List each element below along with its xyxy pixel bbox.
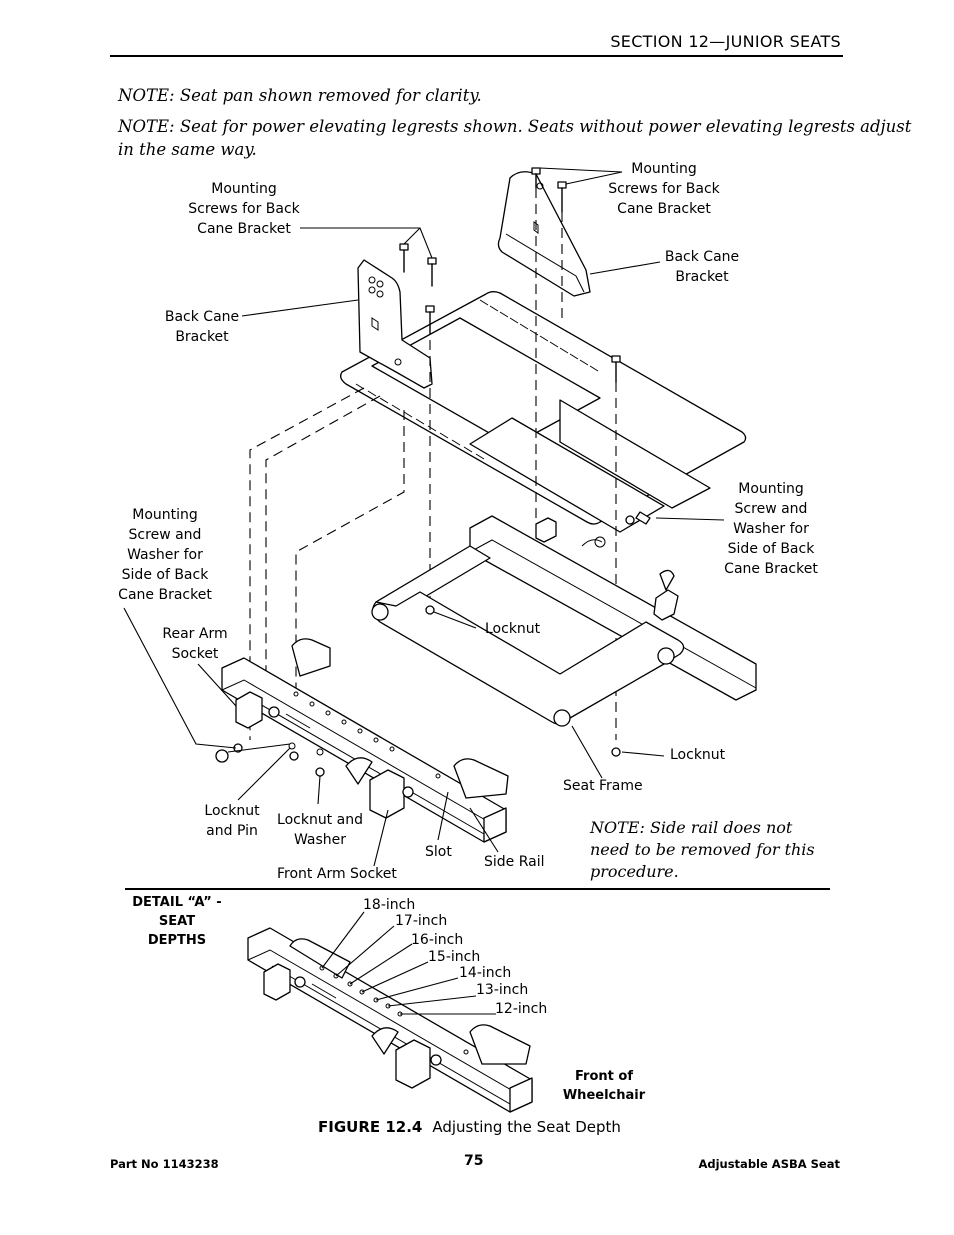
mounting-screws [399, 167, 651, 525]
detail-title-line: DETAIL “A” - [132, 895, 222, 910]
label-back-cane-bracket-right: Back Cane Bracket [660, 247, 744, 287]
label-line: Screw and [128, 527, 202, 543]
side-rail [215, 638, 509, 843]
label-mounting-screws-left: Mounting Screws for Back Cane Bracket [182, 179, 306, 239]
label-mounting-screw-washer-left: Mounting Screw and Washer for Side of Ba… [110, 505, 220, 605]
label-line: Back Cane [164, 309, 240, 325]
label-line: and Pin [206, 823, 258, 839]
depth-label-14: 14-inch [459, 965, 512, 981]
label-locknut-lower: Locknut [670, 747, 726, 763]
label-line: Screws for Back [188, 201, 300, 217]
note-power-legrests-line1: NOTE: Seat for power elevating legrests … [118, 117, 912, 136]
label-locknut-and-pin: Locknut and Pin [198, 801, 266, 841]
front-label-line: Front of [575, 1069, 633, 1084]
figure-number: FIGURE 12.4 [318, 1118, 423, 1136]
label-line: Rear Arm [162, 626, 228, 642]
label-line: Screws for Back [608, 181, 720, 197]
label-line: Cane Bracket [617, 201, 711, 217]
label-line: Mounting [211, 181, 277, 197]
label-line: Mounting [631, 161, 697, 177]
depth-label-15: 15-inch [428, 949, 481, 965]
label-mounting-screw-washer-right: Mounting Screw and Washer for Side of Ba… [716, 479, 826, 579]
label-side-rail: Side Rail [484, 854, 545, 870]
seat-frame [371, 515, 757, 757]
depth-label-13: 13-inch [476, 982, 529, 998]
detail-title-line: SEAT [158, 914, 196, 929]
detail-side-rail [247, 927, 533, 1113]
label-line: Washer for [733, 521, 809, 537]
leader-lines [123, 167, 725, 1015]
detail-a-title: DETAIL “A” - SEAT DEPTHS [118, 893, 236, 950]
label-line: Mounting [132, 507, 198, 523]
label-rear-arm-socket: Rear Arm Socket [156, 624, 234, 664]
label-line: Washer for [127, 547, 203, 563]
footer-page-number: 75 [464, 1153, 484, 1169]
label-line: Cane Bracket [197, 221, 291, 237]
front-label-line: Wheelchair [562, 1088, 646, 1103]
label-line: Socket [171, 646, 219, 662]
section-title: SECTION 12—JUNIOR SEATS [610, 32, 841, 51]
label-line: Washer [293, 832, 347, 848]
detail-title-line: DEPTHS [147, 933, 207, 948]
label-locknut-and-washer: Locknut and Washer [272, 810, 368, 850]
depth-label-16: 16-inch [411, 932, 464, 948]
label-line: Cane Bracket [724, 561, 818, 577]
note-power-legrests-line2: in the same way. [118, 140, 257, 159]
header-rule [110, 55, 843, 57]
footer-doc-title: Adjustable ASBA Seat [698, 1157, 840, 1171]
label-slot: Slot [425, 844, 452, 860]
note-power-legrests: NOTE: Seat for power elevating legrests … [118, 115, 911, 161]
label-front-arm-socket: Front Arm Socket [277, 866, 397, 882]
label-line: Side of Back [727, 541, 815, 557]
note-seat-pan: NOTE: Seat pan shown removed for clarity… [118, 86, 482, 105]
label-line: Side of Back [121, 567, 209, 583]
back-cane-bracket-right [497, 171, 591, 297]
label-line: Screw and [734, 501, 808, 517]
back-cane-bracket-left [357, 259, 433, 389]
depth-label-18: 18-inch [363, 897, 416, 913]
label-line: Locknut and [277, 812, 363, 828]
depth-label-12: 12-inch [495, 1001, 548, 1017]
footer-part-number: Part No 1143238 [110, 1157, 219, 1171]
label-line: Bracket [175, 329, 229, 345]
front-of-wheelchair-label: Front of Wheelchair [548, 1067, 660, 1105]
figure-caption: FIGURE 12.4 Adjusting the Seat Depth [318, 1118, 621, 1136]
note-side-rail: NOTE: Side rail does not need to be remo… [590, 818, 815, 881]
label-seat-frame: Seat Frame [563, 778, 643, 794]
label-line: Mounting [738, 481, 804, 497]
label-back-cane-bracket-left: Back Cane Bracket [160, 307, 244, 347]
dashed-assembly-lines [249, 188, 617, 740]
label-line: Locknut [204, 803, 260, 819]
detail-divider [125, 888, 830, 890]
label-line: Bracket [675, 269, 729, 285]
label-mounting-screws-right: Mounting Screws for Back Cane Bracket [602, 159, 726, 219]
figure-title: Adjusting the Seat Depth [432, 1118, 621, 1136]
depth-label-17: 17-inch [395, 913, 448, 929]
label-line: Cane Bracket [118, 587, 212, 603]
label-line: Back Cane [664, 249, 740, 265]
label-locknut-upper: Locknut [485, 621, 541, 637]
